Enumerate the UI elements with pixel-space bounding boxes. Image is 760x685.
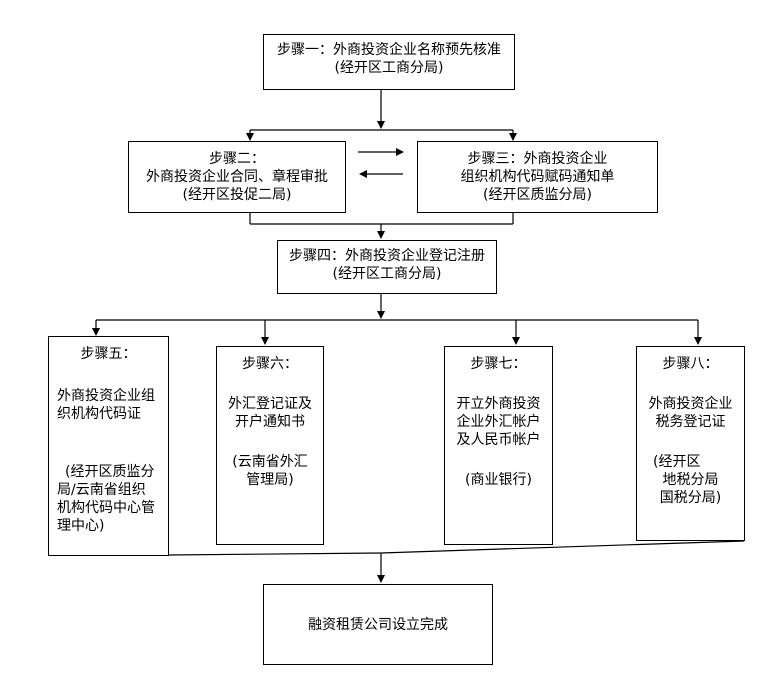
- step1-box: 步骤一：外商投资企业名称预先核准 (经开区工商分局): [263, 34, 515, 90]
- step4-box: 步骤四：外商投资企业登记注册 (经开区工商分局): [277, 240, 497, 294]
- step7-title: 步骤七：: [470, 356, 527, 372]
- step7-agency: (商业银行): [465, 472, 532, 488]
- step1-title: 步骤一：外商投资企业名称预先核准: [277, 42, 501, 58]
- step6-agency-2: 管理局): [246, 472, 294, 488]
- step4-title: 步骤四：外商投资企业登记注册: [289, 248, 485, 264]
- step8-box: 步骤八： 外商投资企业 税务登记证 (经开区 地税分局 国税分局): [636, 346, 745, 541]
- step3-desc: 组织机构代码赋码通知单: [460, 169, 615, 185]
- step8-agency-2: 地税分局: [662, 472, 719, 488]
- step6-box: 步骤六： 外汇登记证及 开户通知书 (云南省外汇 管理局): [216, 346, 324, 545]
- step7-desc-3: 及人民币帐户: [456, 432, 541, 448]
- step5-agency-3: 机构代码中心管: [57, 500, 155, 516]
- step2-agency: (经开区投促二局): [182, 187, 292, 203]
- step5-agency-2: 局/云南省组织: [57, 482, 146, 498]
- step8-desc-2: 税务登记证: [655, 414, 726, 430]
- step8-agency-1: (经开区: [653, 454, 701, 470]
- step7-box: 步骤七： 开立外商投资 企业外汇帐户 及人民币帐户 (商业银行): [444, 346, 553, 545]
- step3-box: 步骤三：外商投资企业 组织机构代码赋码通知单 (经开区质监分局): [417, 141, 658, 213]
- step8-desc-1: 外商投资企业: [648, 396, 733, 412]
- step3-agency: (经开区质监分局): [483, 187, 592, 203]
- step6-title: 步骤六：: [242, 356, 298, 372]
- join-bottom-left: [167, 552, 382, 556]
- step5-desc-1: 外商投资企业组: [57, 388, 155, 404]
- step5-desc-2: 织机构代码证: [57, 406, 141, 422]
- step2-box: 步骤二： 外商投资企业合同、章程审批 (经开区投促二局): [128, 141, 346, 213]
- step3-title: 步骤三：外商投资企业: [467, 151, 608, 167]
- step2-desc: 外商投资企业合同、章程审批: [146, 169, 328, 185]
- join-bottom-right: [380, 540, 745, 554]
- step7-desc-2: 企业外汇帐户: [456, 414, 541, 430]
- final-label: 融资租赁公司设立完成: [308, 616, 448, 633]
- step6-desc-1: 外汇登记证及: [228, 396, 312, 412]
- step8-agency-3: 国税分局): [659, 490, 722, 506]
- step1-agency: (经开区工商分局): [334, 60, 444, 76]
- step5-box: 步骤五： 外商投资企业组 织机构代码证 (经开区质监分 局/云南省组织 机构代码…: [48, 336, 169, 556]
- step5-agency-1: (经开区质监分: [65, 464, 155, 480]
- step8-title: 步骤八：: [662, 356, 719, 372]
- step2-title: 步骤二：: [209, 151, 265, 167]
- step6-desc-2: 开户通知书: [235, 414, 305, 430]
- step7-desc-1: 开立外商投资: [456, 396, 541, 412]
- final-box: 融资租赁公司设立完成: [263, 584, 493, 665]
- step6-agency-1: (云南省外汇: [232, 454, 308, 470]
- step5-title: 步骤五：: [80, 346, 137, 362]
- step5-agency-4: 理中心): [57, 518, 105, 534]
- step4-agency: (经开区工商分局): [332, 266, 442, 282]
